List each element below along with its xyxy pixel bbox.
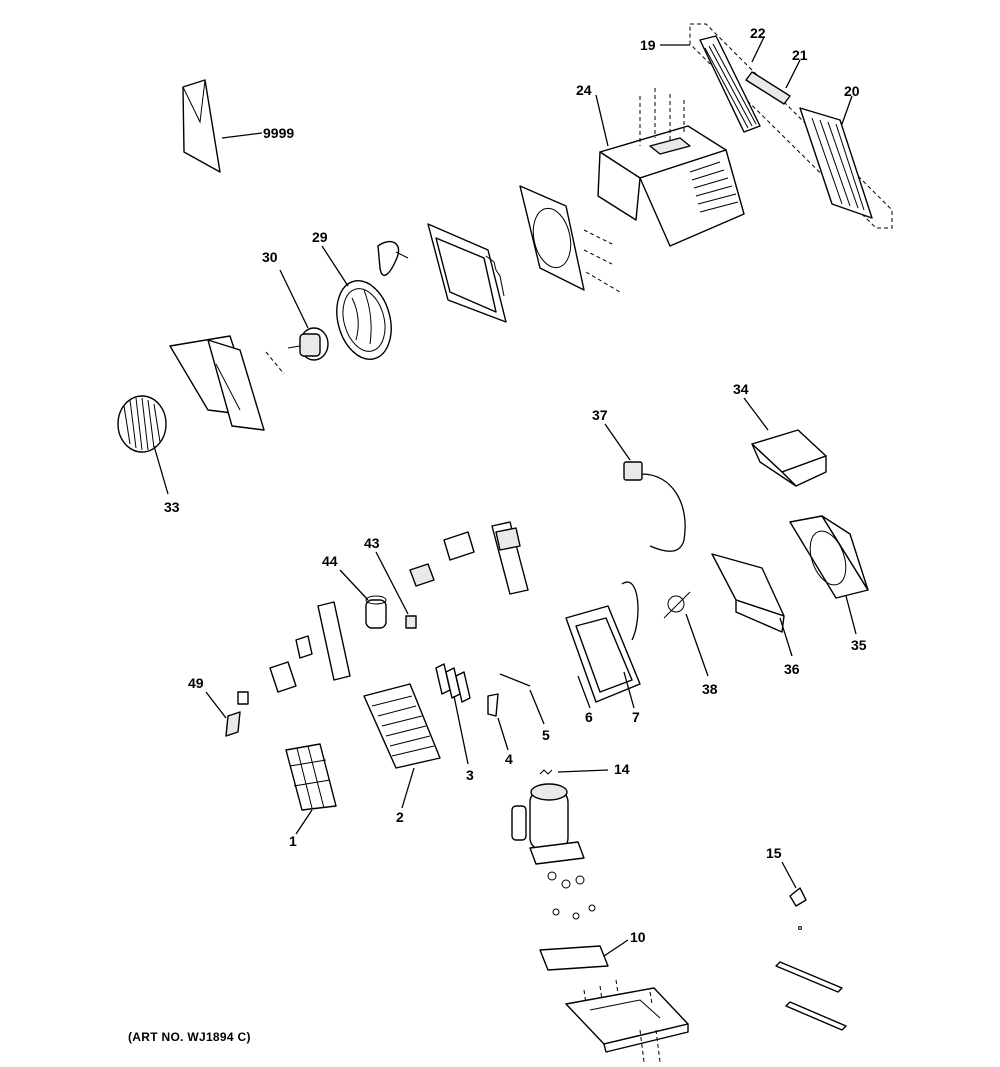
part-air-filter [285,743,337,835]
callout-49: 49 [188,675,204,691]
part-damper [487,693,509,751]
callout-38: 38 [702,681,718,697]
part-knob [205,691,249,737]
callout-21: 21 [792,47,808,63]
part-mounting-gasket [539,939,629,971]
part-compressor [511,769,609,920]
part-fan-motor [265,269,329,375]
callout-labels: 9999 19 22 21 20 24 29 30 33 34 37 43 44… [164,25,867,945]
part-thermostat [375,551,417,629]
callout-1: 1 [289,833,297,849]
part-base-pan [565,979,689,1063]
part-condenser-coil [427,223,507,323]
part-top-cover [743,397,827,487]
callout-44: 44 [322,553,338,569]
part-front-grille [363,683,441,809]
part-condenser-fan-blade [321,245,392,360]
callout-19: 19 [640,37,656,53]
part-rod [499,673,545,725]
callout-2: 2 [396,809,404,825]
part-evaporator-coil [565,581,641,709]
callout-9999: 9999 [263,125,294,141]
callout-15: 15 [766,845,782,861]
part-blower-wheel [117,395,169,495]
callout-29: 29 [312,229,328,245]
part-control-bracket [491,521,529,595]
part-louvers [435,663,471,765]
callout-22: 22 [750,25,766,41]
part-capacitor [339,569,387,629]
callout-6: 6 [585,709,593,725]
callout-36: 36 [784,661,800,677]
callout-37: 37 [592,407,608,423]
callout-3: 3 [466,767,474,783]
part-cabinet [595,88,745,247]
callout-14: 14 [614,761,630,777]
part-control-panel [269,601,351,693]
callout-20: 20 [844,83,860,99]
callout-10: 10 [630,929,646,945]
callout-35: 35 [851,637,867,653]
part-relay [409,563,435,587]
part-manual [182,79,263,173]
callout-24: 24 [576,82,592,98]
part-condenser-shroud [519,185,621,293]
callout-33: 33 [164,499,180,515]
art-number-caption: (ART NO. WJ1894 C) [128,1030,251,1044]
callout-30: 30 [262,249,278,265]
part-switch [443,531,475,561]
callout-4: 4 [505,751,513,767]
callout-34: 34 [733,381,749,397]
part-condenser-shroud-right [789,515,869,635]
callout-5: 5 [542,727,550,743]
part-front-grille-assembly [660,23,893,229]
part-partition [711,553,793,657]
part-blower-housing [169,335,265,431]
part-clip [781,861,807,930]
part-wire-harness [604,423,686,552]
part-side-rail [775,961,847,1031]
part-capillary-tube [663,591,709,677]
part-tube-clip [377,241,409,277]
callout-7: 7 [632,709,640,725]
callout-43: 43 [364,535,380,551]
